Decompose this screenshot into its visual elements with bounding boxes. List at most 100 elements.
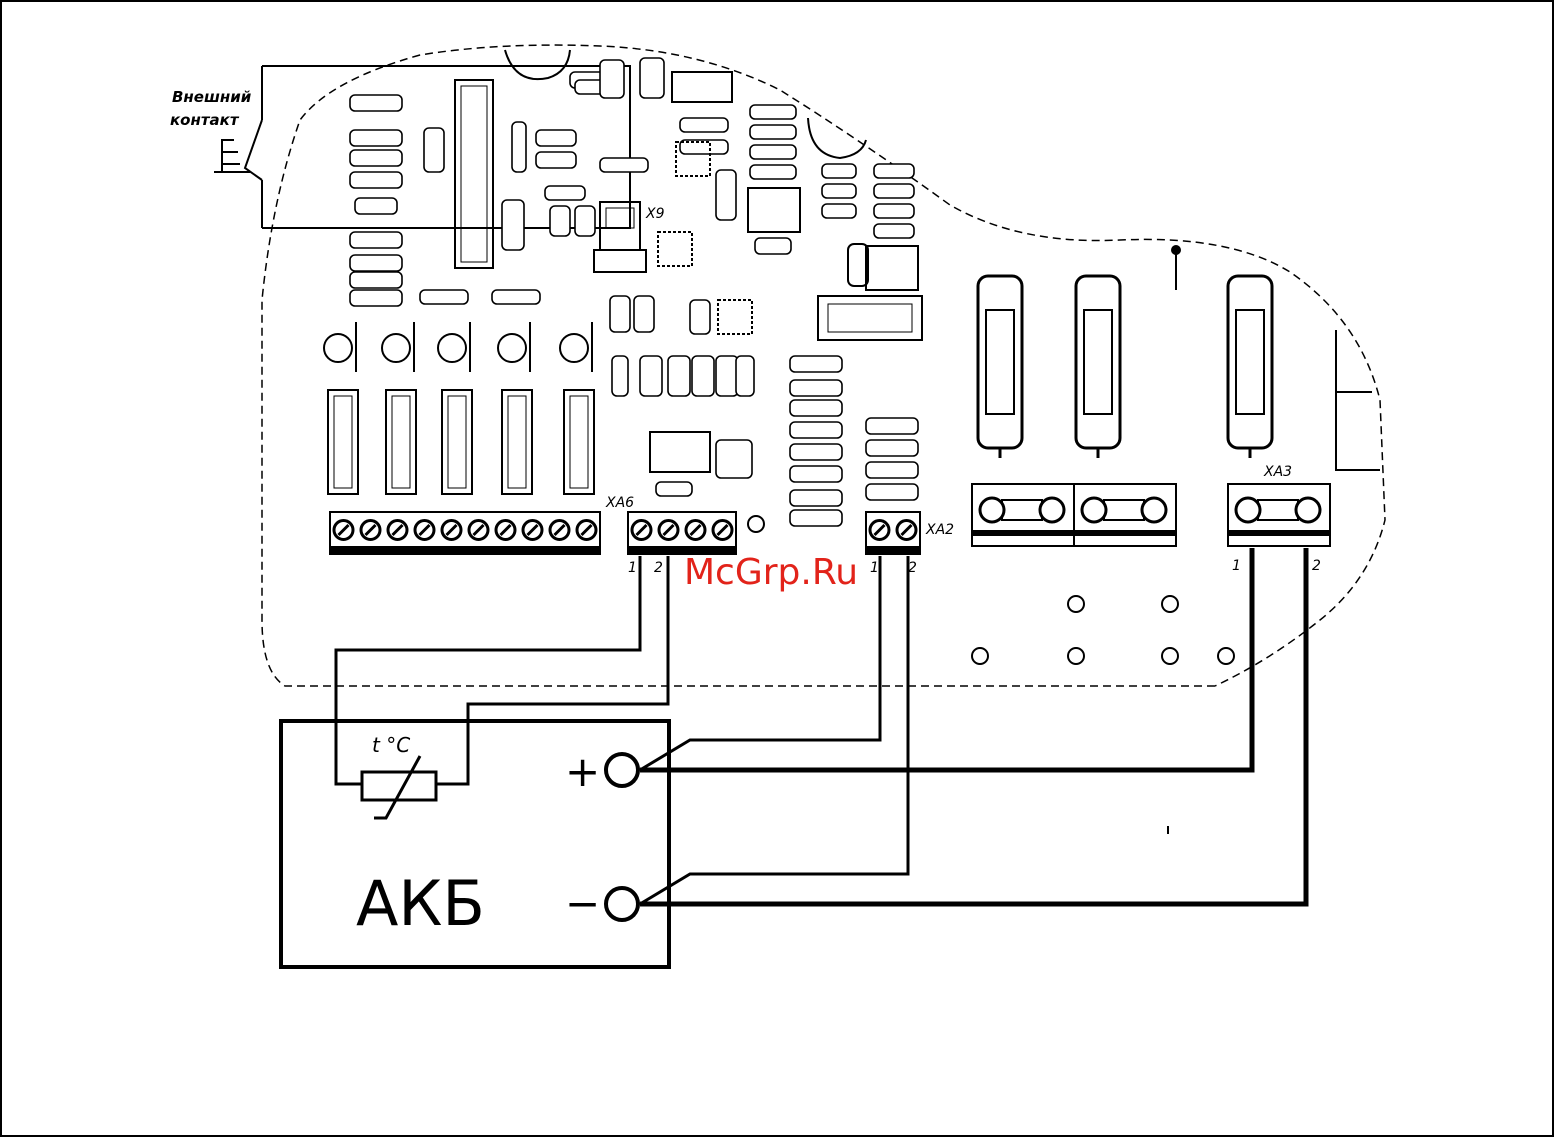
xa3-pin2: 2 <box>1312 558 1321 574</box>
component-28 <box>822 204 856 218</box>
battery-plus-terminal <box>606 754 638 786</box>
xa6-label: XA6 <box>605 495 634 511</box>
fuse-terminal-1 <box>972 484 1074 546</box>
fuse-terminal-2-window <box>1104 500 1144 520</box>
component-33 <box>610 296 630 332</box>
x9-label: X9 <box>645 206 665 222</box>
component-26 <box>822 164 856 178</box>
fuse-terminal-1-bar <box>972 530 1074 536</box>
component-58 <box>600 60 624 98</box>
relay-inner-4 <box>570 396 588 488</box>
relay-inner-0 <box>334 396 352 488</box>
component-7 <box>350 272 402 288</box>
hole-1 <box>1162 596 1178 612</box>
external-contact-label-2: контакт <box>170 111 240 129</box>
component-55 <box>612 356 628 396</box>
battery-minus-terminal <box>606 888 638 920</box>
component-25 <box>755 238 791 254</box>
hole-4 <box>1162 648 1178 664</box>
chip-pattern-1 <box>658 232 692 266</box>
relay-row <box>324 322 594 494</box>
fuse-holders <box>978 276 1272 458</box>
component-57 <box>512 122 526 172</box>
component-3 <box>350 172 402 188</box>
component-32 <box>874 224 914 238</box>
component-47 <box>790 490 842 506</box>
fuse-glass-0 <box>986 310 1014 414</box>
component-22 <box>750 125 796 139</box>
transistor-4 <box>560 334 588 362</box>
relay-3 <box>502 390 532 494</box>
component-37 <box>668 356 690 396</box>
xa3-terminal-window <box>1258 500 1298 520</box>
relay-inner-2 <box>448 396 466 488</box>
fuse-terminal-1-screw-b <box>1040 498 1064 522</box>
relay-0 <box>328 390 358 494</box>
component-5 <box>350 232 402 248</box>
component-17 <box>536 130 576 146</box>
component-43 <box>790 400 842 416</box>
xa2-label: XA2 <box>925 522 954 538</box>
component-48 <box>790 510 842 526</box>
relay-2 <box>442 390 472 494</box>
thermistor-icon <box>362 756 436 818</box>
hole-0 <box>1068 596 1084 612</box>
fuse-terminal-1-window <box>1002 500 1042 520</box>
component-49 <box>866 418 918 434</box>
component-31 <box>874 204 914 218</box>
external-contact-label-1: Внешний <box>172 88 252 106</box>
relay-4 <box>564 390 594 494</box>
component-44 <box>790 422 842 438</box>
component-30 <box>874 184 914 198</box>
component-36 <box>640 356 662 396</box>
component-13 <box>600 158 648 172</box>
hole-2 <box>972 648 988 664</box>
transistor-2 <box>438 334 466 362</box>
component-50 <box>866 440 918 456</box>
component-27 <box>822 184 856 198</box>
component-40 <box>736 356 754 396</box>
component-53 <box>716 440 752 478</box>
fuse-terminal-2-screw-a <box>1082 498 1106 522</box>
chip-pattern-2 <box>718 300 752 334</box>
relay-1 <box>386 390 416 494</box>
battery-label: АКБ <box>356 867 485 940</box>
xa3-terminal-screw-b <box>1296 498 1320 522</box>
thermistor-label: t °C <box>372 733 410 757</box>
component-56 <box>424 128 444 172</box>
component-23 <box>750 145 796 159</box>
component-42 <box>790 380 842 396</box>
relay-inner-1 <box>392 396 410 488</box>
main-ic-chip <box>455 80 493 268</box>
transistor-1 <box>382 334 410 362</box>
fuse-terminal-2-screw-b <box>1142 498 1166 522</box>
hole-3 <box>1068 648 1084 664</box>
component-0 <box>350 95 402 111</box>
fuse-terminal-2 <box>1074 484 1176 546</box>
component-24 <box>750 165 796 179</box>
component-59 <box>640 58 664 98</box>
xa2-pin1: 1 <box>870 560 879 576</box>
component-52 <box>866 484 918 500</box>
component-61 <box>502 200 524 250</box>
component-41 <box>790 356 842 372</box>
component-38 <box>692 356 714 396</box>
pcb-components <box>350 58 918 526</box>
component-39 <box>716 356 738 396</box>
xa2-terminal-base <box>866 546 920 554</box>
component-4 <box>355 198 397 214</box>
component-34 <box>634 296 654 332</box>
component-9 <box>420 290 468 304</box>
plus-sign: + <box>565 747 600 796</box>
xa3-terminal-screw-a <box>1236 498 1260 522</box>
fuse-terminal-2-bar <box>1074 530 1176 536</box>
component-10 <box>492 290 540 304</box>
xa6-pin1: 1 <box>628 560 637 576</box>
xa6-terminal <box>628 512 736 554</box>
hole-5 <box>1218 648 1234 664</box>
component-19 <box>680 118 728 132</box>
xa3-terminal-bar <box>1228 530 1330 536</box>
component-35 <box>690 300 710 334</box>
component-2 <box>350 150 402 166</box>
